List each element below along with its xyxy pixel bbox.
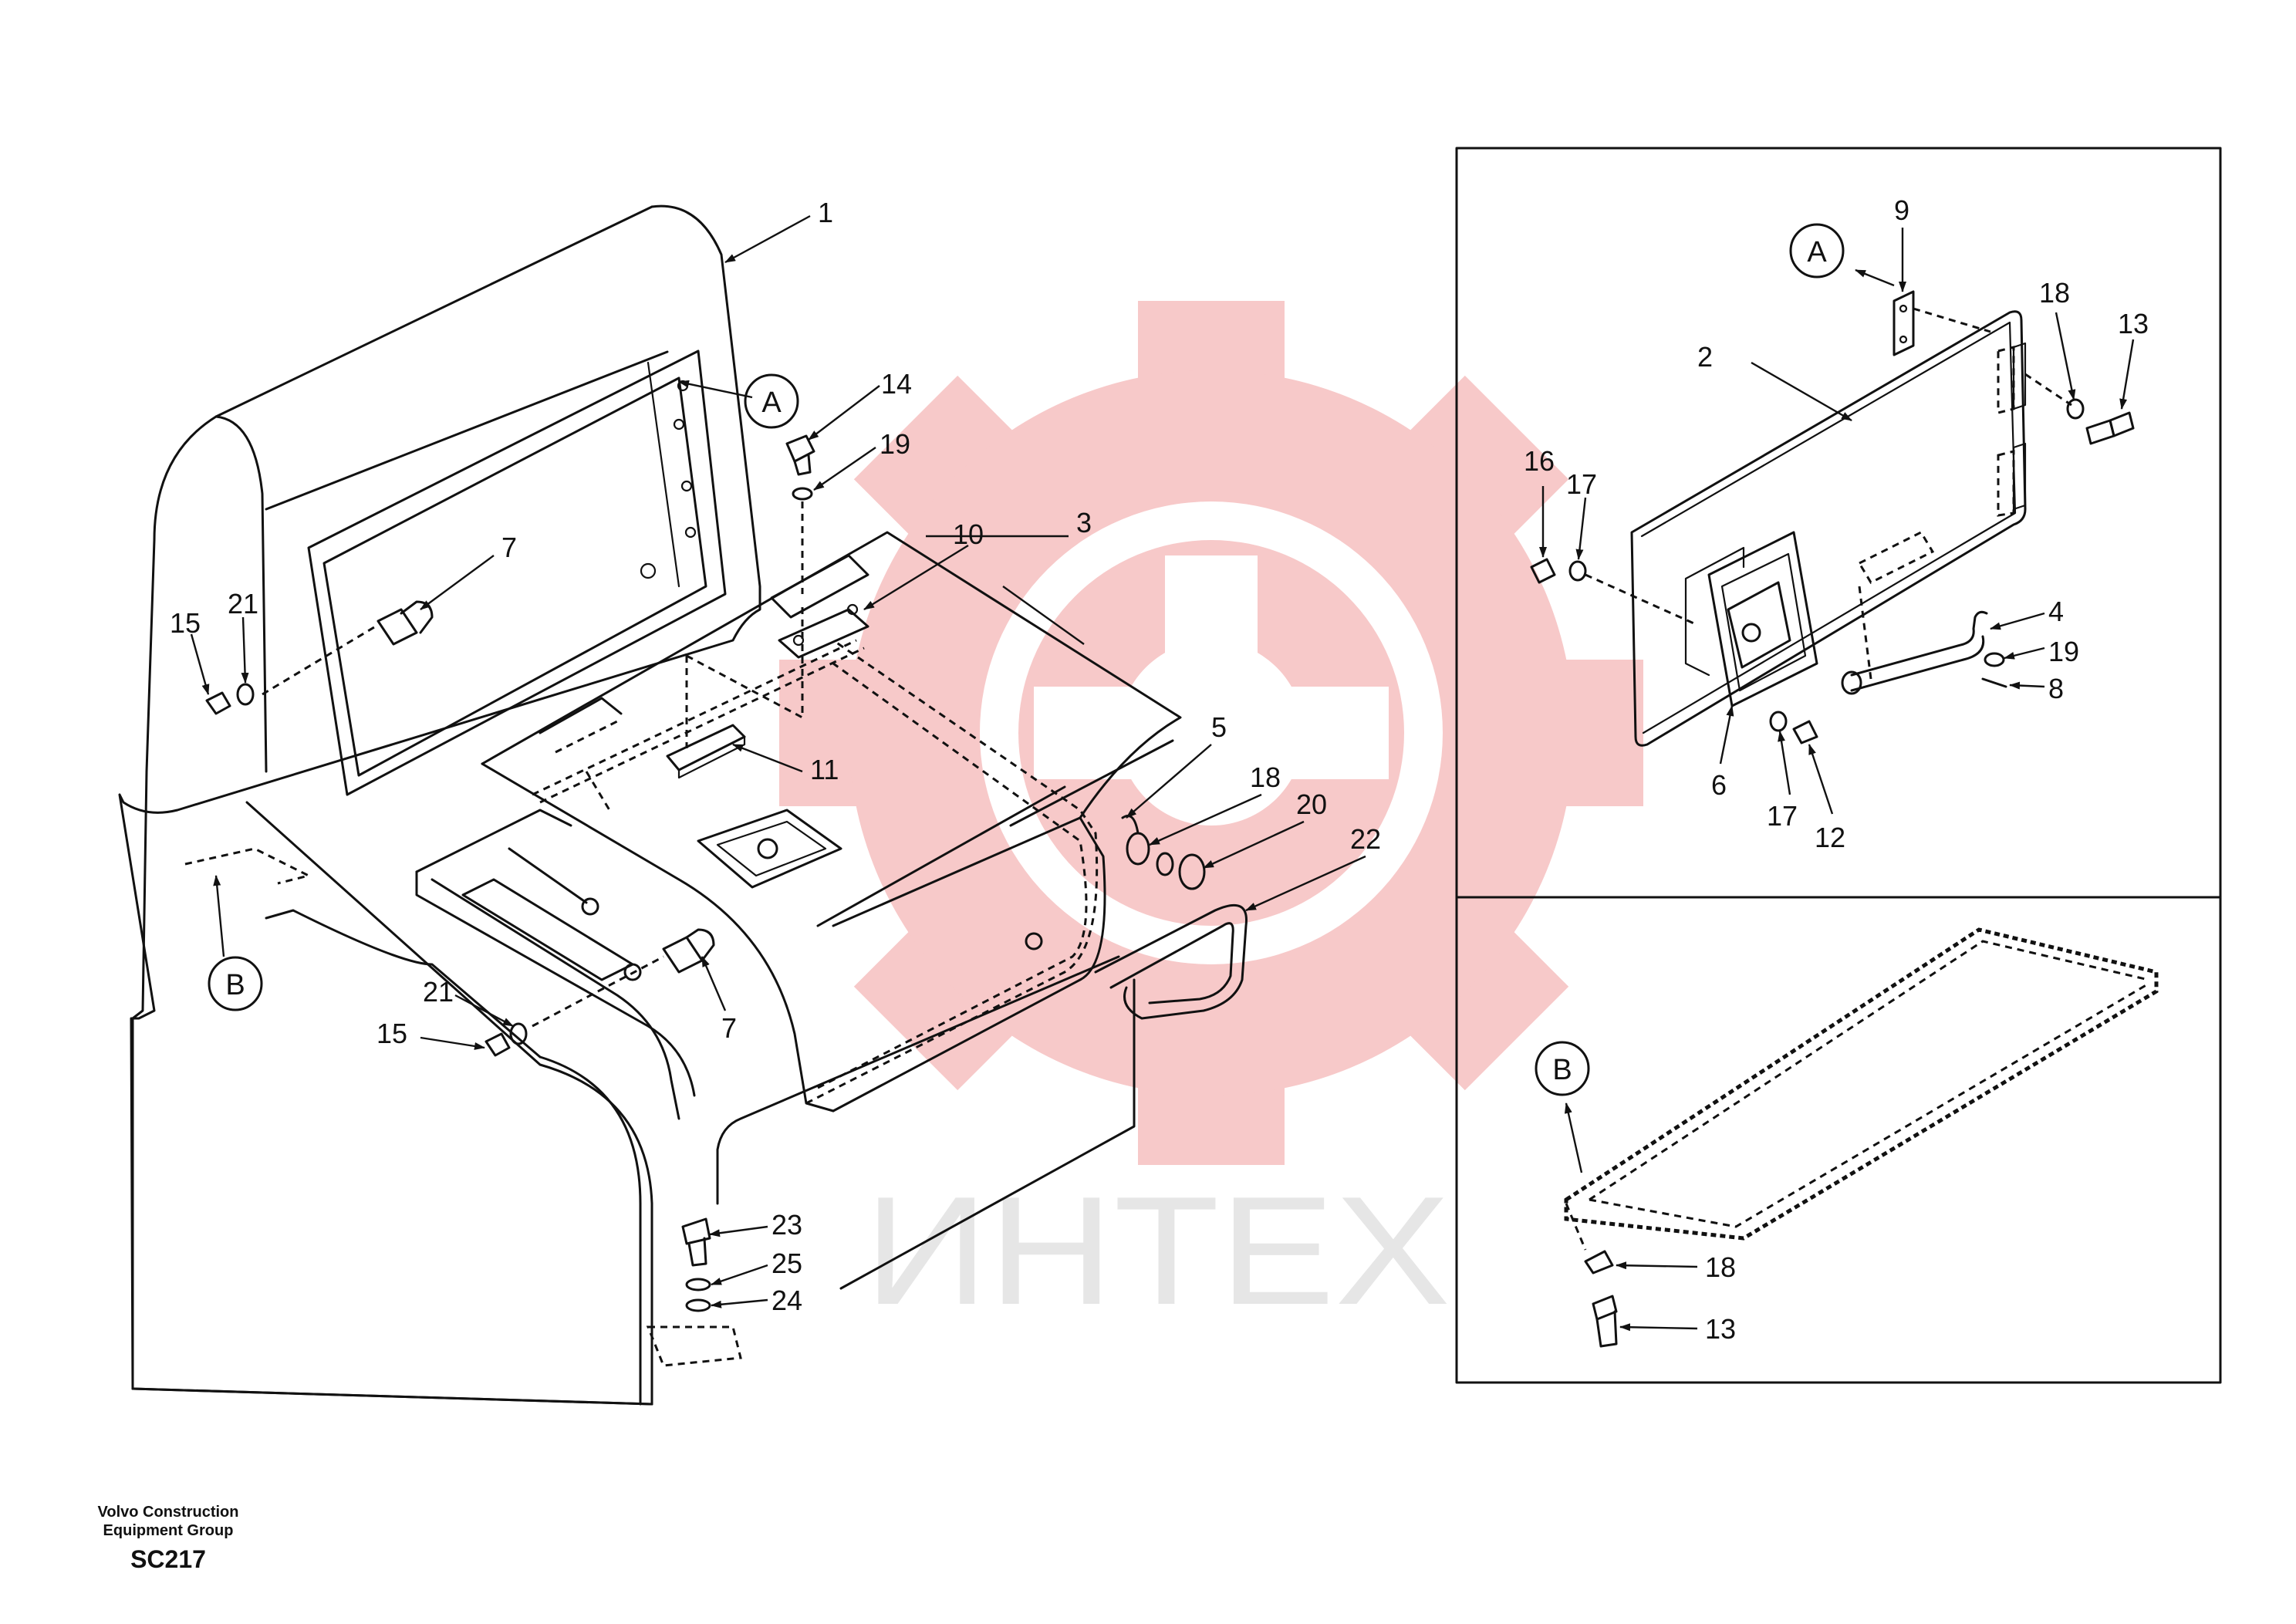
- detail-callout-19: 19: [2048, 636, 2079, 667]
- callout-25: 25: [772, 1248, 802, 1279]
- view-ref-b-main: B: [208, 956, 263, 1011]
- gear-watermark-icon: [779, 301, 1643, 1165]
- svg-text:A: A: [761, 387, 782, 419]
- detail-panel: 2 4 6 8 9 12 13 16 17 17 18 19 A: [1455, 147, 2222, 1384]
- main-assembly: 1 3 5 7 7 10 11 14 15 15 18 19 20 21 21 …: [118, 197, 1381, 1406]
- detail-callout-16: 16: [1524, 445, 1555, 477]
- door-panel: [1630, 310, 2027, 747]
- svg-text:A: A: [1807, 236, 1827, 268]
- bracket-b: [1564, 927, 2159, 1241]
- watermark-text: ИНТЕХ: [864, 1165, 1450, 1337]
- detail-callout-17-upper: 17: [1566, 468, 1597, 500]
- latch-plate: [1707, 531, 1818, 707]
- handle: [1094, 903, 1248, 1020]
- detail-callout-18: 18: [2039, 277, 2070, 309]
- bolt-14: [785, 434, 815, 463]
- detail-callout-4: 4: [2048, 596, 2064, 627]
- detail-callout-9: 9: [1894, 194, 1909, 226]
- svg-text:B: B: [1552, 1054, 1572, 1086]
- gear-tooth: [1388, 910, 1569, 1091]
- watermark: ИНТЕХ: [779, 301, 1643, 1337]
- callout-1: 1: [818, 197, 833, 228]
- tank-latch: [697, 809, 842, 889]
- callout-15-lower: 15: [376, 1018, 407, 1049]
- footer: Volvo Construction Equipment Group SC217: [98, 1504, 239, 1573]
- footer-drawing-code: SC217: [130, 1545, 206, 1573]
- detail-callout-6: 6: [1711, 769, 1727, 801]
- detail-b-callout-13: 13: [1705, 1313, 1736, 1345]
- callout-20: 20: [1296, 788, 1327, 820]
- detail-b: 18 13 B: [1535, 927, 2159, 1348]
- callout-11: 11: [810, 754, 839, 785]
- window-frame: [307, 349, 727, 796]
- callout-14: 14: [881, 368, 912, 400]
- gear-tooth: [1388, 375, 1569, 556]
- view-ref-a-detail: A: [1789, 223, 1845, 279]
- view-ref-b-detail: B: [1535, 1041, 1590, 1096]
- callout-24: 24: [772, 1285, 802, 1316]
- callout-7-upper: 7: [501, 532, 517, 563]
- detail-callout-12: 12: [1815, 822, 1845, 853]
- view-ref-a-main: A: [744, 373, 799, 429]
- footer-company-line1: Volvo Construction: [98, 1504, 239, 1521]
- detail-frame: [1455, 147, 2222, 1384]
- callout-22: 22: [1350, 823, 1381, 855]
- svg-text:B: B: [225, 969, 245, 1001]
- footer-company-line2: Equipment Group: [103, 1522, 234, 1539]
- callout-21-lower: 21: [423, 976, 454, 1008]
- callout-19: 19: [880, 428, 910, 460]
- detail-b-callout-18: 18: [1705, 1251, 1736, 1283]
- tank-body: [481, 531, 1182, 927]
- callout-15-upper: 15: [170, 607, 201, 639]
- callout-7-lower: 7: [721, 1012, 737, 1044]
- detail-callout-13: 13: [2118, 308, 2149, 339]
- callout-23: 23: [772, 1209, 802, 1241]
- callout-3: 3: [1076, 507, 1092, 539]
- detail-callout-8: 8: [2048, 673, 2064, 704]
- gear-tooth: [853, 910, 1035, 1091]
- frame-outline: [118, 204, 761, 1406]
- detail-callout-2: 2: [1697, 341, 1713, 373]
- detail-callout-17-lower: 17: [1767, 800, 1798, 832]
- callout-10: 10: [953, 518, 984, 550]
- callout-5: 5: [1211, 711, 1227, 743]
- callout-18: 18: [1250, 761, 1281, 793]
- gear-tooth: [853, 375, 1035, 556]
- callout-21-upper: 21: [228, 588, 258, 620]
- detail-a: 2 4 6 8 9 12 13 16 17 17 18 19 A: [1524, 194, 2149, 853]
